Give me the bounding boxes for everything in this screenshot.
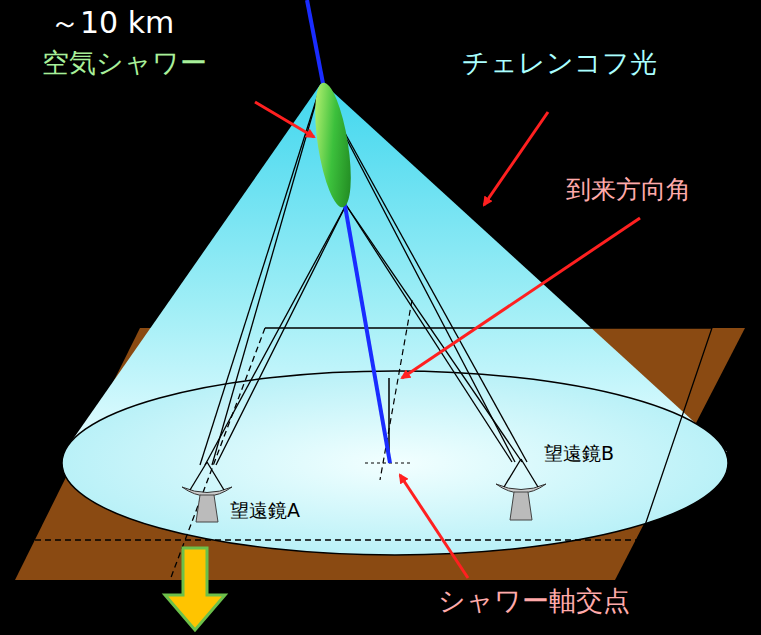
projection-line	[170, 328, 265, 580]
shower-label: 空気シャワー	[42, 48, 207, 78]
telescope-a	[182, 462, 232, 522]
callout-arrows	[255, 102, 640, 578]
telescope-label: 望遠鏡A	[230, 500, 300, 521]
plane-outline	[265, 328, 712, 540]
height-label: ～10 km	[50, 6, 174, 39]
projection-line	[380, 300, 412, 480]
telescope-label: 望遠鏡B	[544, 443, 614, 464]
light-rays	[200, 88, 527, 465]
cherenkov-label: チェレンコフ光	[462, 48, 657, 78]
air-shower	[308, 80, 357, 209]
intersection-label: シャワー軸交点	[438, 586, 630, 616]
plane-outline	[15, 539, 640, 540]
angle-label: 到来方向角	[566, 176, 691, 204]
direction-arrow	[165, 548, 225, 630]
shower-axis	[344, 200, 390, 463]
telescope-b	[496, 459, 546, 520]
